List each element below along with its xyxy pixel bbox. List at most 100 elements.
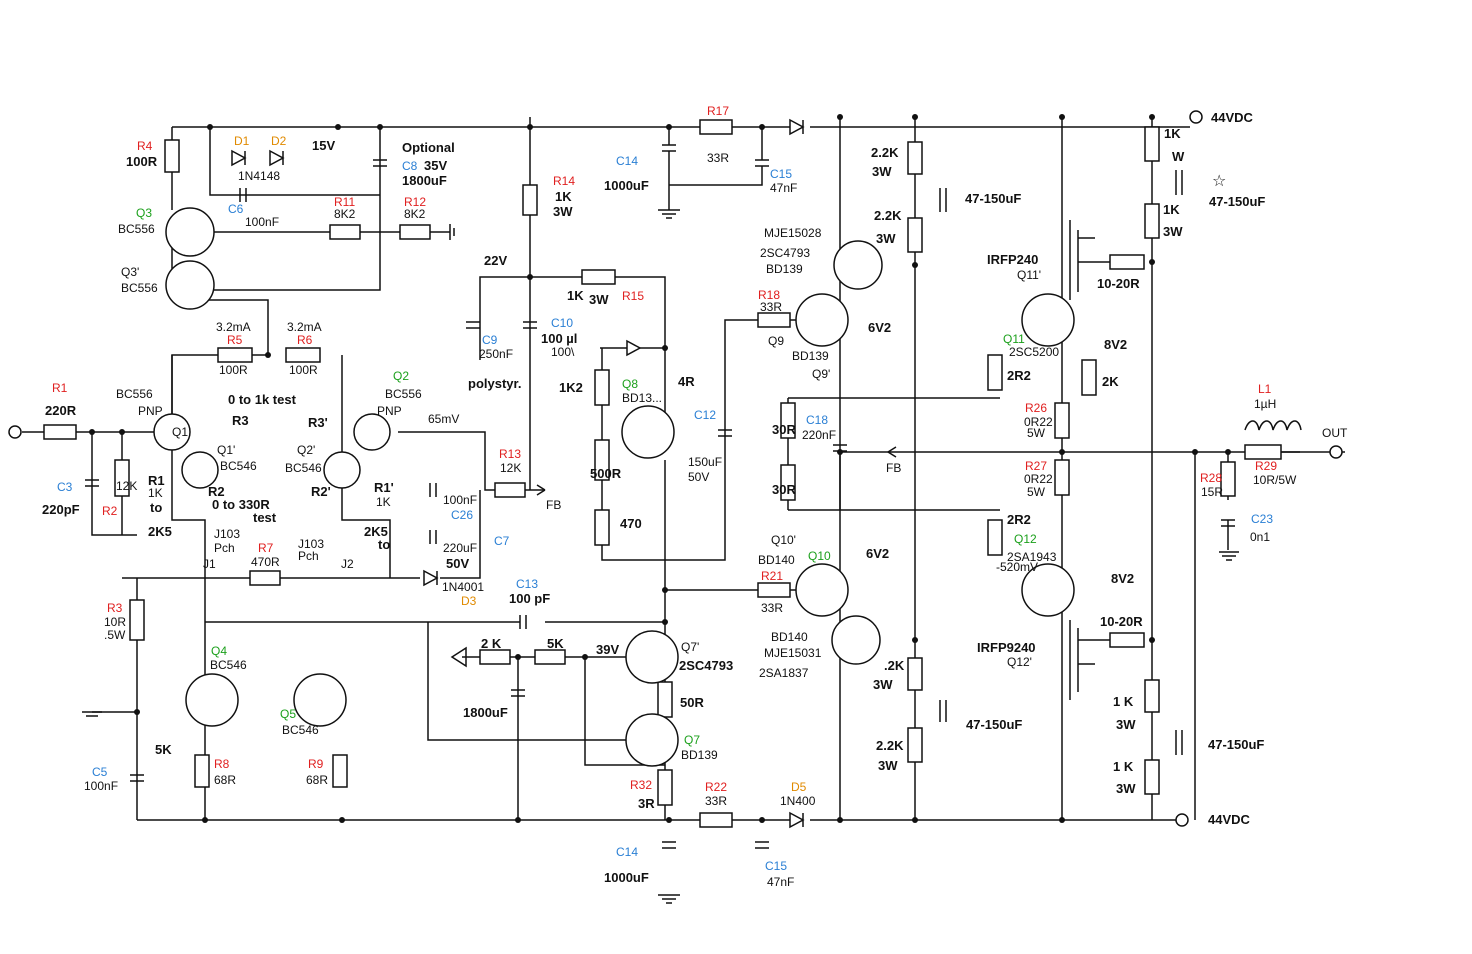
label-c18: C18 <box>806 413 828 427</box>
label-r27: R27 <box>1025 459 1047 473</box>
label-r3: R3 <box>232 413 249 428</box>
label-r5: R5 <box>227 333 243 347</box>
label-c15b: C15 <box>765 859 787 873</box>
label-r3w2: 3W <box>876 231 896 246</box>
label-c13v: 100 pF <box>509 591 550 606</box>
label-r4r: 4R <box>678 374 695 389</box>
label-poly: polystyr. <box>468 376 521 391</box>
label-c8v1: 35V <box>424 158 447 173</box>
label-c3: C3 <box>57 480 73 494</box>
label-r7v: 470R <box>251 555 280 569</box>
label-q3: Q3 <box>136 206 152 220</box>
label-r3l: R3 <box>107 601 123 615</box>
pos-supply-label: 44VDC <box>1211 110 1254 125</box>
label-wa: W <box>1172 149 1185 164</box>
label-r26w: 5W <box>1027 426 1046 440</box>
label-sc1: 2SC4793 <box>760 246 810 260</box>
label-d1: D1 <box>234 134 250 148</box>
label-r15v: 1K <box>567 288 584 303</box>
label-z82a: 8V2 <box>1104 337 1127 352</box>
label-q12p: Q12' <box>1007 655 1032 669</box>
label-r2k: 2 K <box>481 636 502 651</box>
label-q5: Q5 <box>280 707 296 721</box>
label-q1: Q1 <box>172 425 188 439</box>
label-c23v: 0n1 <box>1250 530 1270 544</box>
label-r3wd: 3W <box>1116 781 1136 796</box>
label-c7: C7 <box>494 534 510 548</box>
label-r4v: 100R <box>126 154 158 169</box>
label-irf1: IRFP240 <box>987 252 1038 267</box>
label-q9v: BD139 <box>792 349 829 363</box>
label-q7: Q7 <box>684 733 700 747</box>
label-q2: Q2 <box>393 369 409 383</box>
label-l1: L1 <box>1258 382 1272 396</box>
label-c47c: 47-150uF <box>1209 194 1265 209</box>
label-r3t: 0 to 1k test <box>228 392 297 407</box>
label-p5k: 5K <box>155 742 172 757</box>
label-r1pl: R1' <box>374 480 394 495</box>
label-c26: C26 <box>451 508 473 522</box>
label-c13: C13 <box>516 577 538 591</box>
label-r4: R4 <box>137 139 153 153</box>
label-q7v: BD139 <box>681 748 718 762</box>
label-r2t2: test <box>253 510 277 525</box>
label-c6: C6 <box>228 202 244 216</box>
label-q1pv: BC546 <box>220 459 257 473</box>
label-r29: R29 <box>1255 459 1277 473</box>
label-r2r2b: 2R2 <box>1007 512 1031 527</box>
label-c8v2: 1800uF <box>402 173 447 188</box>
label-r9v: 68R <box>306 773 328 787</box>
label-c23: C23 <box>1251 512 1273 526</box>
label-r1k2: 1K2 <box>559 380 583 395</box>
label-r32: R32 <box>630 778 652 792</box>
label-r28v: 15R <box>1201 485 1223 499</box>
label-fb1: FB <box>546 498 561 512</box>
label-r27v: 0R22 <box>1024 472 1053 486</box>
label-q8v: BD13... <box>622 391 662 405</box>
label-r22k3: .2K <box>884 658 905 673</box>
label-sa1: 2SA1837 <box>759 666 809 680</box>
label-r5k: 5K <box>547 636 564 651</box>
label-q10b: BD140 <box>758 553 795 567</box>
label-r13: R13 <box>499 447 521 461</box>
label-r2: R2 <box>102 504 118 518</box>
label-c26v3: 50V <box>446 556 469 571</box>
label-r3wc: 3W <box>1116 717 1136 732</box>
wires <box>22 117 1345 821</box>
label-r3p: R3' <box>308 415 328 430</box>
label-q10: Q10 <box>808 549 831 563</box>
label-r1ka: 1K <box>1164 126 1181 141</box>
label-c15a: C15 <box>770 167 792 181</box>
label-r8: R8 <box>214 757 230 771</box>
label-r1kd: 1 K <box>1113 759 1134 774</box>
label-q10p: Q10' <box>771 533 796 547</box>
label-q1p: Q1' <box>217 443 235 457</box>
label-r2pl: R2' <box>311 484 331 499</box>
label-r13v: 12K <box>500 461 521 475</box>
label-mv520: -520mV <box>996 560 1038 574</box>
label-r6v: 100R <box>289 363 318 377</box>
output-label: OUT <box>1322 426 1348 440</box>
label-q11v: 2SC5200 <box>1009 345 1059 359</box>
label-z82b: 8V2 <box>1111 571 1134 586</box>
label-q9: Q9 <box>768 334 784 348</box>
label-j1a: J103 <box>214 527 240 541</box>
neg-supply-label: 44VDC <box>1208 812 1251 827</box>
label-q12v: 2SA1943 <box>1007 550 1057 564</box>
label-r1l2: 2K5 <box>148 524 172 539</box>
label-r11: R11 <box>334 195 355 209</box>
label-r1p2: 2K5 <box>364 524 388 539</box>
label-r1v: 220R <box>45 403 77 418</box>
label-v22: 22V <box>484 253 507 268</box>
label-bd1: BD139 <box>766 262 803 276</box>
label-v39: 39V <box>596 642 619 657</box>
label-z62b: 6V2 <box>866 546 889 561</box>
label-c18v: 220nF <box>802 428 836 442</box>
label-c26v: 100nF <box>443 493 477 507</box>
label-d2: D2 <box>271 134 287 148</box>
label-r22k4: 2.2K <box>876 738 904 753</box>
label-dv: 1N4148 <box>238 169 280 183</box>
label-r28: R28 <box>1200 471 1222 485</box>
